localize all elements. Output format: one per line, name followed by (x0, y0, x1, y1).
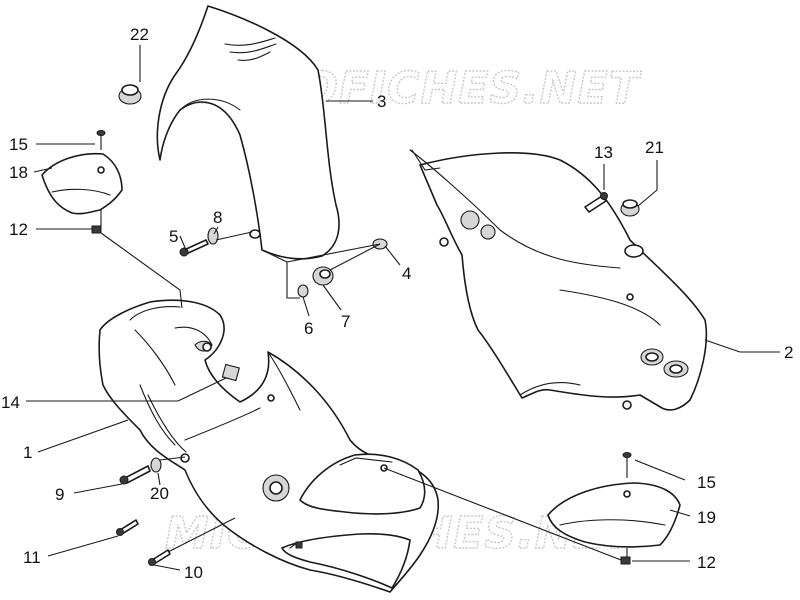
callout-6: 6 (304, 319, 313, 338)
callout-15-bottom: 15 (697, 473, 716, 492)
part-3-windshield (156, 5, 340, 260)
part-5-screw (179, 239, 209, 257)
callout-10: 10 (184, 563, 203, 582)
part-12-clip-top (91, 225, 102, 234)
part-9-screw (119, 465, 151, 485)
part-10-screw (148, 549, 171, 566)
callout-13: 13 (594, 143, 613, 162)
part-19-cover (547, 482, 681, 548)
part-13-screw (584, 192, 608, 213)
part-15-screw-bottom (622, 452, 632, 478)
callout-21: 21 (645, 138, 664, 157)
callout-5: 5 (169, 227, 178, 246)
part-18-cover (41, 152, 123, 215)
callout-11: 11 (23, 548, 41, 567)
part-21-plug (620, 199, 640, 217)
callout-22: 22 (130, 25, 149, 44)
part-20-washer (150, 457, 162, 473)
callout-12-top: 12 (9, 220, 28, 239)
callout-1: 1 (23, 443, 32, 462)
part-6-nut (297, 284, 309, 298)
callout-20: 20 (150, 484, 169, 503)
part-22-grommet (118, 84, 142, 105)
callout-18: 18 (9, 163, 28, 182)
callout-2: 2 (784, 343, 793, 362)
part-11-screw (116, 519, 139, 536)
callout-14: 14 (1, 393, 20, 412)
part-15-screw-top (96, 130, 106, 150)
part-12-clip-bottom (620, 556, 631, 565)
callout-3: 3 (377, 92, 386, 111)
callout-19: 19 (697, 508, 716, 527)
callout-labels: 22 3 15 18 12 8 5 4 6 7 13 21 2 14 1 9 2… (1, 25, 793, 582)
part-1-leg-shield (98, 299, 440, 593)
callout-15-top: 15 (9, 135, 28, 154)
callout-9: 9 (55, 485, 64, 504)
part-2-rear-body (409, 149, 708, 411)
leader-lines (26, 45, 780, 571)
callout-7: 7 (341, 312, 350, 331)
callout-8: 8 (213, 208, 222, 227)
callout-12-bottom: 12 (697, 553, 716, 572)
part-14-clip-nut (221, 363, 240, 382)
callout-4: 4 (402, 264, 411, 283)
part-7-grommet (312, 266, 334, 286)
